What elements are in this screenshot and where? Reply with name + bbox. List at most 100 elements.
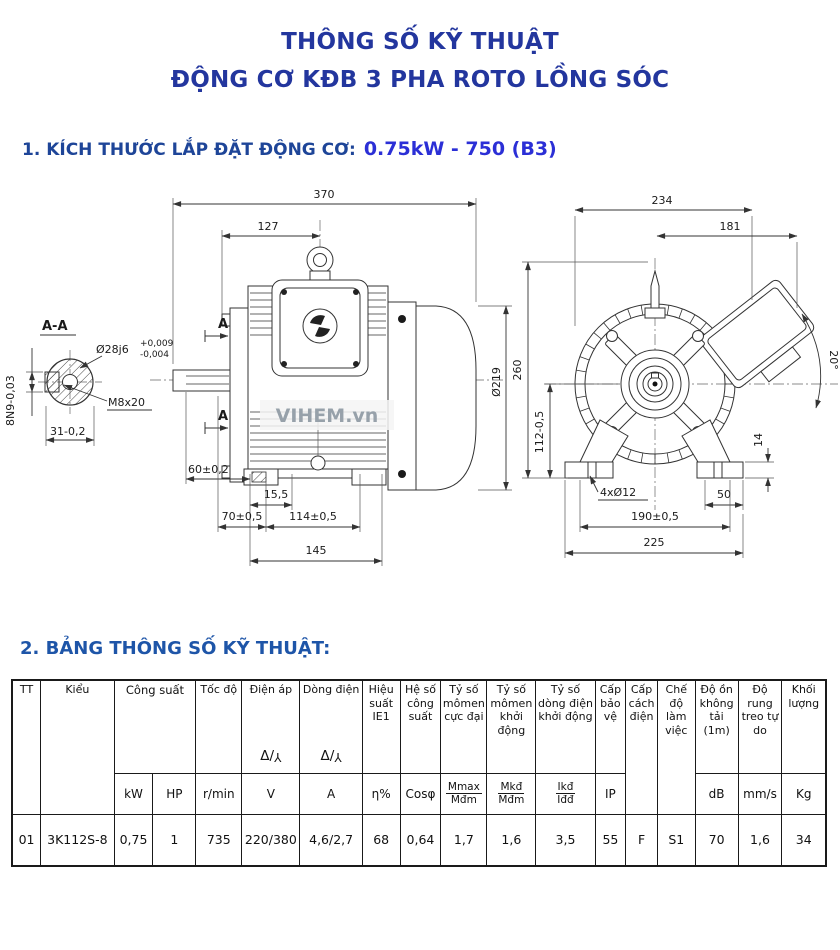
cell-tt: 01 — [11, 813, 42, 867]
dim-holes: 4xØ12 — [600, 486, 636, 499]
key-spec-label: M8x20 — [108, 396, 145, 409]
dien-ap-label: Điện áp — [249, 682, 293, 696]
cell-ikd: 3,5 — [535, 813, 596, 867]
spec-table: TT Kiểu Công suất Tốc độ Điện áp Δ/Y Dòn… — [11, 678, 827, 867]
title-line2: ĐỘNG CƠ KĐB 3 PHA ROTO LỒNG SÓC — [170, 66, 670, 93]
unit-db: dB — [694, 772, 739, 815]
col-header-khoi-luong: Khối lượng — [781, 679, 827, 774]
unit-v: V — [241, 772, 301, 815]
dim-234: 234 — [652, 194, 673, 207]
cell-v: 220/380 — [241, 813, 301, 867]
col-header-he-so: Hệ số công suất — [399, 679, 442, 774]
dim-127: 127 — [258, 220, 279, 233]
page-title: THÔNG SỐ KỸ THUẬT ĐỘNG CƠ KĐB 3 PHA ROTO… — [0, 24, 840, 100]
col-header-cap-bao-ve: Cấp bảo vệ — [594, 679, 627, 774]
dim-70: 70±0,5 — [222, 510, 263, 523]
shaft-section-view: A-A Ø28j6 +0,009 -0,004 M8x20 31-0,2 8N9… — [4, 319, 174, 446]
section-mark-bottom: A — [218, 409, 228, 424]
unit-cos: Cosφ — [399, 772, 442, 815]
shaft-tolerance-minus: -0,004 — [140, 350, 169, 360]
side-view-dimensions: 370 127 Ø219 A A 60±0,2 15,5 70±0,5 114±… — [172, 188, 512, 566]
cell-mmax: 1,7 — [440, 813, 488, 867]
section2-heading: 2. BẢNG THÔNG SỐ KỸ THUẬT: — [20, 637, 331, 659]
vihem-logo-icon — [302, 308, 338, 344]
col-header-tt: TT — [11, 679, 42, 815]
cell-kw: 0,75 — [113, 813, 154, 867]
cell-kieu: 3K112S-8 — [40, 813, 115, 867]
col-header-che-do: Chế độ làm việc — [656, 679, 696, 815]
cell-cos: 0,64 — [399, 813, 442, 867]
dim-181: 181 — [720, 220, 741, 233]
unit-mms: mm/s — [737, 772, 783, 815]
section-mark-top: A — [218, 317, 228, 332]
col-header-momen-max: Tỷ số mômen cực đại — [440, 679, 488, 774]
dim-112: 112-0,5 — [533, 411, 546, 453]
dim-14: 14 — [752, 433, 765, 447]
motor-dimension-drawing: .ln{stroke:#333;stroke-width:1;fill:none… — [4, 188, 840, 566]
cell-mkd: 1,6 — [486, 813, 537, 867]
vihem-watermark: VIHEM.vn — [276, 405, 379, 427]
cell-cach-dien: F — [625, 813, 658, 867]
col-header-momen-kd: Tỷ số mômen khởi động — [486, 679, 537, 774]
terminal-box-front — [699, 279, 815, 388]
dim-155: 15,5 — [264, 488, 289, 501]
section1-heading: 1. KÍCH THƯỚC LẮP ĐẶT ĐỘNG CƠ: 0.75kW - 7… — [22, 138, 840, 160]
section-label: A-A — [42, 319, 68, 334]
delta-star-symbol: Δ/Y — [260, 748, 282, 764]
col-header-do-on: Độ ồn không tải (1m) — [694, 679, 739, 774]
keyway-width-label: 8N9-0,03 — [4, 375, 17, 426]
col-header-kieu: Kiểu — [40, 679, 115, 815]
cell-kg: 34 — [781, 813, 827, 867]
motor-front-view — [564, 268, 815, 479]
unit-kw: kW — [113, 772, 154, 815]
dim-190: 190±0,5 — [631, 510, 679, 523]
col-header-dien-ap: Điện áp Δ/Y — [241, 679, 301, 774]
unit-a: A — [299, 772, 363, 815]
dim-31-label: 31-0,2 — [50, 425, 85, 438]
dim-145: 145 — [306, 544, 327, 557]
motor-side-view: VIHEM.vn — [172, 246, 477, 491]
cell-hp: 1 — [152, 813, 197, 867]
dim-60: 60±0,2 — [188, 463, 229, 476]
col-header-toc-do: Tốc độ — [195, 679, 243, 774]
cell-che-do: S1 — [656, 813, 696, 867]
delta-star-symbol: Δ/Y — [320, 748, 342, 764]
cell-a: 4,6/2,7 — [299, 813, 363, 867]
dim-50: 50 — [717, 488, 731, 501]
dim-225: 225 — [644, 536, 665, 549]
cell-eta: 68 — [361, 813, 401, 867]
cell-ip: 55 — [594, 813, 627, 867]
col-header-cap-cach-dien: Cấp cách điện — [625, 679, 658, 815]
col-header-dong-dien-kd: Tỷ số dòng điện khởi động — [535, 679, 596, 774]
front-spokes — [605, 333, 705, 434]
unit-eta: η% — [361, 772, 401, 815]
cell-rmin: 735 — [195, 813, 243, 867]
table-row: 01 3K112S-8 0,75 1 735 220/380 4,6/2,7 6… — [11, 813, 827, 867]
unit-rmin: r/min — [195, 772, 243, 815]
angle-20: 20° — [827, 350, 840, 370]
cell-rung: 1,6 — [737, 813, 783, 867]
dim-370: 370 — [314, 188, 335, 201]
title-line1: THÔNG SỐ KỸ THUẬT — [281, 29, 559, 55]
unit-hp: HP — [152, 772, 197, 815]
watermark-background — [260, 399, 394, 430]
header-row-1: TT Kiểu Công suất Tốc độ Điện áp Δ/Y Dòn… — [11, 679, 827, 815]
col-header-cong-suat: Công suất — [113, 679, 197, 774]
col-header-dong-dien: Dòng điện Δ/Y — [299, 679, 363, 774]
section1-label: 1. KÍCH THƯỚC LẮP ĐẶT ĐỘNG CƠ: — [22, 139, 356, 160]
front-view-dimensions: 234 181 260 112-0,5 20° 14 4xØ12 50 — [511, 194, 840, 558]
dia-219: Ø219 — [490, 367, 503, 397]
col-header-hieu-suat: Hiệu suất IE1 — [361, 679, 401, 774]
shaft-diameter-label: Ø28j6 — [96, 343, 129, 356]
cell-db: 70 — [694, 813, 739, 867]
col-header-do-rung: Độ rung treo tự do — [737, 679, 783, 774]
dim-114: 114±0,5 — [289, 510, 337, 523]
unit-ip: IP — [594, 772, 627, 815]
dong-dien-label: Dòng điện — [302, 682, 360, 696]
unit-kg: Kg — [781, 772, 827, 815]
section1-value: 0.75kW - 750 (B3) — [363, 137, 557, 160]
shaft-tolerance-plus: +0,009 — [140, 339, 174, 349]
